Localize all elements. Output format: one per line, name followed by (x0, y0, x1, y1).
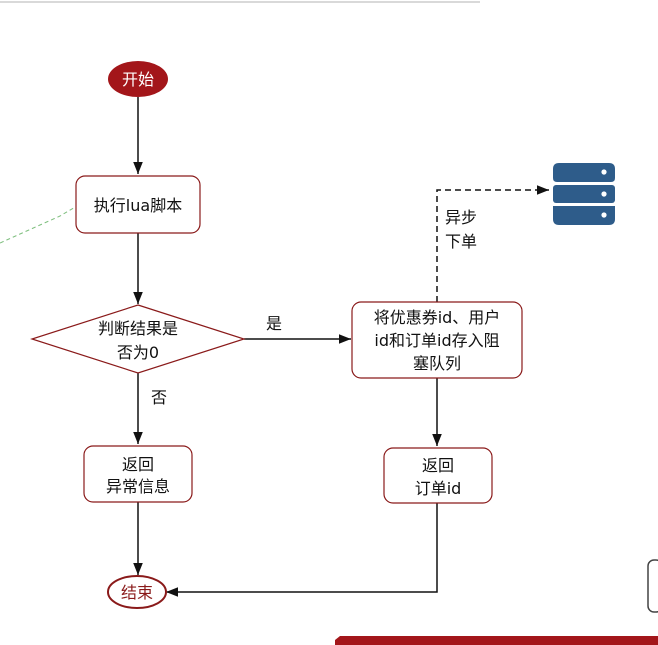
end-label: 结束 (121, 583, 153, 602)
return-error-box (83, 445, 193, 503)
edge-label-no: 否 (151, 388, 167, 407)
end-node: 结束 (107, 575, 167, 609)
edge-label-async-line2: 下单 (445, 232, 477, 251)
end-ellipse (107, 575, 167, 609)
decision-label-line1: 判断结果是 (98, 319, 178, 338)
return-order-box (383, 447, 493, 504)
start-node: 开始 (108, 61, 168, 97)
decision-label-line2: 否为0 (117, 343, 159, 362)
return-error-label-line1: 返回 (122, 455, 154, 474)
edge-label-async-line1: 异步 (445, 208, 477, 227)
decision-node: 判断结果是 否为0 (30, 304, 246, 374)
enqueue-label-line2: id和订单id存入阻 (374, 331, 499, 350)
return-error-node: 返回 异常信息 (83, 445, 193, 503)
decision-diamond (30, 304, 246, 374)
return-order-label-line1: 返回 (422, 456, 454, 475)
enqueue-node: 将优惠券id、用户 id和订单id存入阻 塞队列 (351, 301, 523, 379)
edge-enqueue-to-db-async (436, 185, 549, 302)
enqueue-box (351, 301, 523, 379)
exec-lua-label: 执行lua脚本 (94, 196, 182, 215)
right-edge-fragment (647, 559, 658, 613)
return-order-label-line2: 订单id (415, 479, 462, 498)
bottom-banner (335, 636, 658, 645)
edge-return-to-end (166, 503, 438, 597)
edge-label-yes: 是 (266, 314, 282, 333)
exec-lua-box (75, 175, 201, 234)
exec-lua-node: 执行lua脚本 (75, 175, 201, 234)
return-error-label-line2: 异常信息 (106, 477, 170, 496)
database-icon (553, 163, 615, 225)
enqueue-label-line1: 将优惠券id、用户 (374, 308, 501, 327)
enqueue-label-line3: 塞队列 (413, 354, 461, 373)
return-order-node: 返回 订单id (383, 447, 493, 504)
left-dashed-connector (0, 205, 78, 244)
edges (133, 97, 549, 597)
start-ellipse (108, 61, 168, 97)
start-label: 开始 (122, 70, 154, 89)
